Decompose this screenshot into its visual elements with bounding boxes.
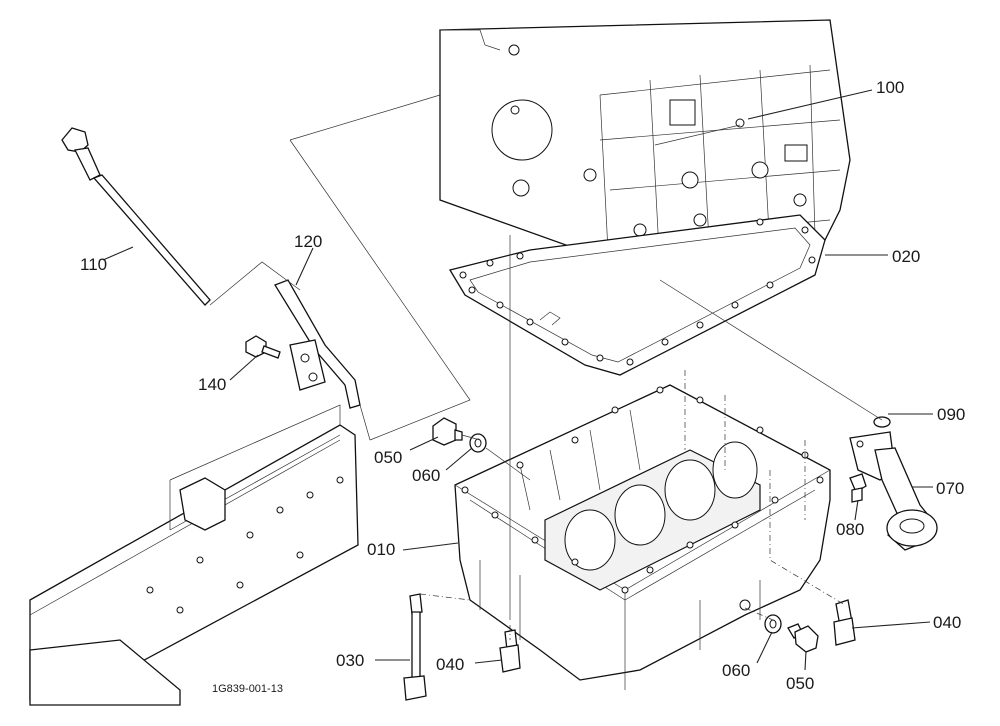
bolt-080 xyxy=(849,473,867,503)
oil-strainer xyxy=(849,431,938,551)
callout-040-right: 040 xyxy=(933,613,961,632)
bolt-040-right xyxy=(833,599,856,646)
callout-040-bottom: 040 xyxy=(436,655,464,674)
callout-100: 100 xyxy=(876,78,904,97)
callout-060-left: 060 xyxy=(412,466,440,485)
callout-080: 080 xyxy=(836,520,864,539)
dipstick xyxy=(61,127,211,306)
assembly-guide-lines xyxy=(169,94,883,640)
bolt-140 xyxy=(245,335,281,359)
callout-120: 120 xyxy=(294,232,322,251)
gasket xyxy=(448,214,826,376)
drain-plug-050-bottom xyxy=(787,623,819,653)
washer-060-left xyxy=(469,433,487,453)
callout-060-bottom: 060 xyxy=(722,661,750,680)
oil-pan xyxy=(454,384,831,690)
o-ring xyxy=(873,416,891,428)
callout-050-left: 050 xyxy=(374,448,402,467)
callout-010: 010 xyxy=(367,540,395,559)
drain-plug-050-left xyxy=(432,417,463,446)
dipstick-guide-tube xyxy=(274,279,361,409)
callout-140: 140 xyxy=(198,375,226,394)
callout-110: 110 xyxy=(80,255,107,274)
callout-070: 070 xyxy=(936,479,964,498)
callout-030: 030 xyxy=(336,651,364,670)
callout-labels: 100 020 110 120 140 090 050 060 070 080 … xyxy=(80,78,965,695)
callout-leaders xyxy=(102,89,933,671)
washer-060-bottom xyxy=(764,614,782,634)
drawing-code: 1G839-001-13 xyxy=(212,683,283,695)
callout-020: 020 xyxy=(892,247,920,266)
callout-090: 090 xyxy=(937,405,965,424)
frame-rail xyxy=(29,404,359,706)
bolt-040-bottom xyxy=(499,629,521,673)
stud-bolt-030 xyxy=(403,593,427,701)
callout-050-bottom: 050 xyxy=(786,674,814,693)
